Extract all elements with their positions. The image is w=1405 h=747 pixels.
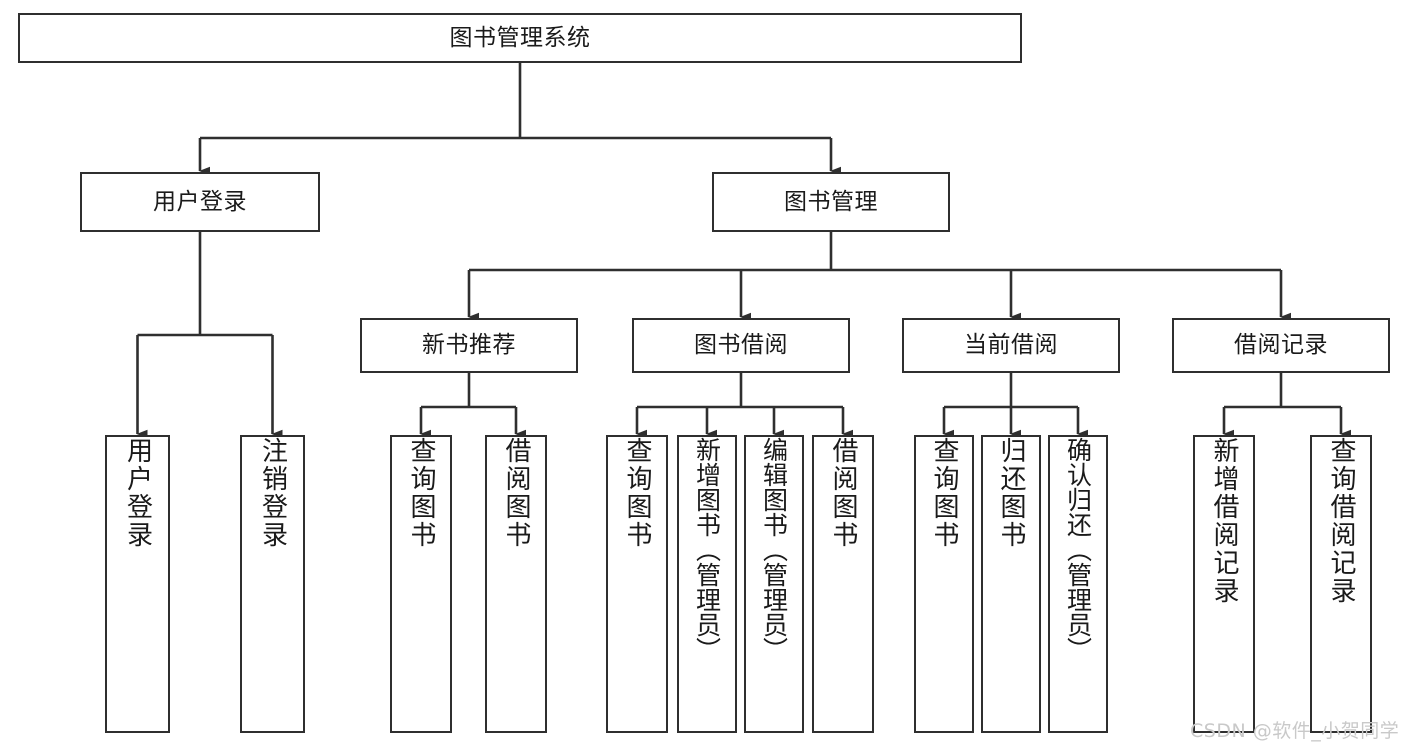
node-leaf-edit-book-admin[interactable]: 编辑图书（管理员） (744, 435, 804, 733)
node-label-borrow-record: 借阅记录 (1234, 332, 1328, 359)
csdn-watermark: CSDN @软件_小贺同学 (1190, 720, 1400, 742)
node-label-leaf-query-book-b: 查询图书 (622, 437, 652, 549)
node-label-book-manage: 图书管理 (784, 188, 878, 215)
node-leaf-query-book-c[interactable]: 查询图书 (914, 435, 974, 733)
node-label-leaf-borrow-book-a: 借阅图书 (501, 437, 531, 549)
node-label-leaf-user-login: 用户登录 (122, 437, 153, 549)
node-leaf-query-book-a[interactable]: 查询图书 (390, 435, 452, 733)
node-book-manage[interactable]: 图书管理 (712, 172, 950, 232)
node-leaf-borrow-book-a[interactable]: 借阅图书 (485, 435, 547, 733)
node-leaf-borrow-book-b[interactable]: 借阅图书 (812, 435, 874, 733)
node-root[interactable]: 图书管理系统 (18, 13, 1022, 63)
node-label-leaf-query-borrow-record: 查询借阅记录 (1326, 437, 1356, 605)
node-leaf-confirm-return-admin[interactable]: 确认归还（管理员） (1048, 435, 1108, 733)
node-label-user-login: 用户登录 (153, 188, 247, 215)
node-current-borrow[interactable]: 当前借阅 (902, 318, 1120, 373)
node-leaf-logout[interactable]: 注销登录 (240, 435, 305, 733)
node-label-leaf-logout: 注销登录 (257, 437, 288, 549)
node-label-new-book-recommend: 新书推荐 (422, 332, 516, 359)
node-label-leaf-add-borrow-record: 新增借阅记录 (1209, 437, 1239, 605)
node-leaf-query-borrow-record[interactable]: 查询借阅记录 (1310, 435, 1372, 733)
node-label-leaf-borrow-book-b: 借阅图书 (828, 437, 858, 549)
node-label-leaf-query-book-a: 查询图书 (406, 437, 436, 549)
node-new-book-recommend[interactable]: 新书推荐 (360, 318, 578, 373)
node-label-current-borrow: 当前借阅 (964, 332, 1058, 359)
node-label-book-borrow: 图书借阅 (694, 332, 788, 359)
node-label-leaf-return-book: 归还图书 (996, 437, 1026, 549)
node-leaf-add-book-admin[interactable]: 新增图书（管理员） (677, 435, 737, 733)
node-borrow-record[interactable]: 借阅记录 (1172, 318, 1390, 373)
node-label-leaf-edit-book-admin: 编辑图书（管理员） (759, 437, 789, 662)
node-user-login[interactable]: 用户登录 (80, 172, 320, 232)
node-leaf-user-login[interactable]: 用户登录 (105, 435, 170, 733)
node-label-root: 图书管理系统 (449, 24, 591, 51)
node-leaf-query-book-b[interactable]: 查询图书 (606, 435, 668, 733)
node-label-leaf-query-book-c: 查询图书 (929, 437, 959, 549)
node-label-leaf-add-book-admin: 新增图书（管理员） (692, 437, 722, 662)
node-book-borrow[interactable]: 图书借阅 (632, 318, 850, 373)
node-leaf-add-borrow-record[interactable]: 新增借阅记录 (1193, 435, 1255, 733)
node-leaf-return-book[interactable]: 归还图书 (981, 435, 1041, 733)
edges-group (136, 63, 1351, 439)
node-label-leaf-confirm-return-admin: 确认归还（管理员） (1063, 437, 1093, 662)
